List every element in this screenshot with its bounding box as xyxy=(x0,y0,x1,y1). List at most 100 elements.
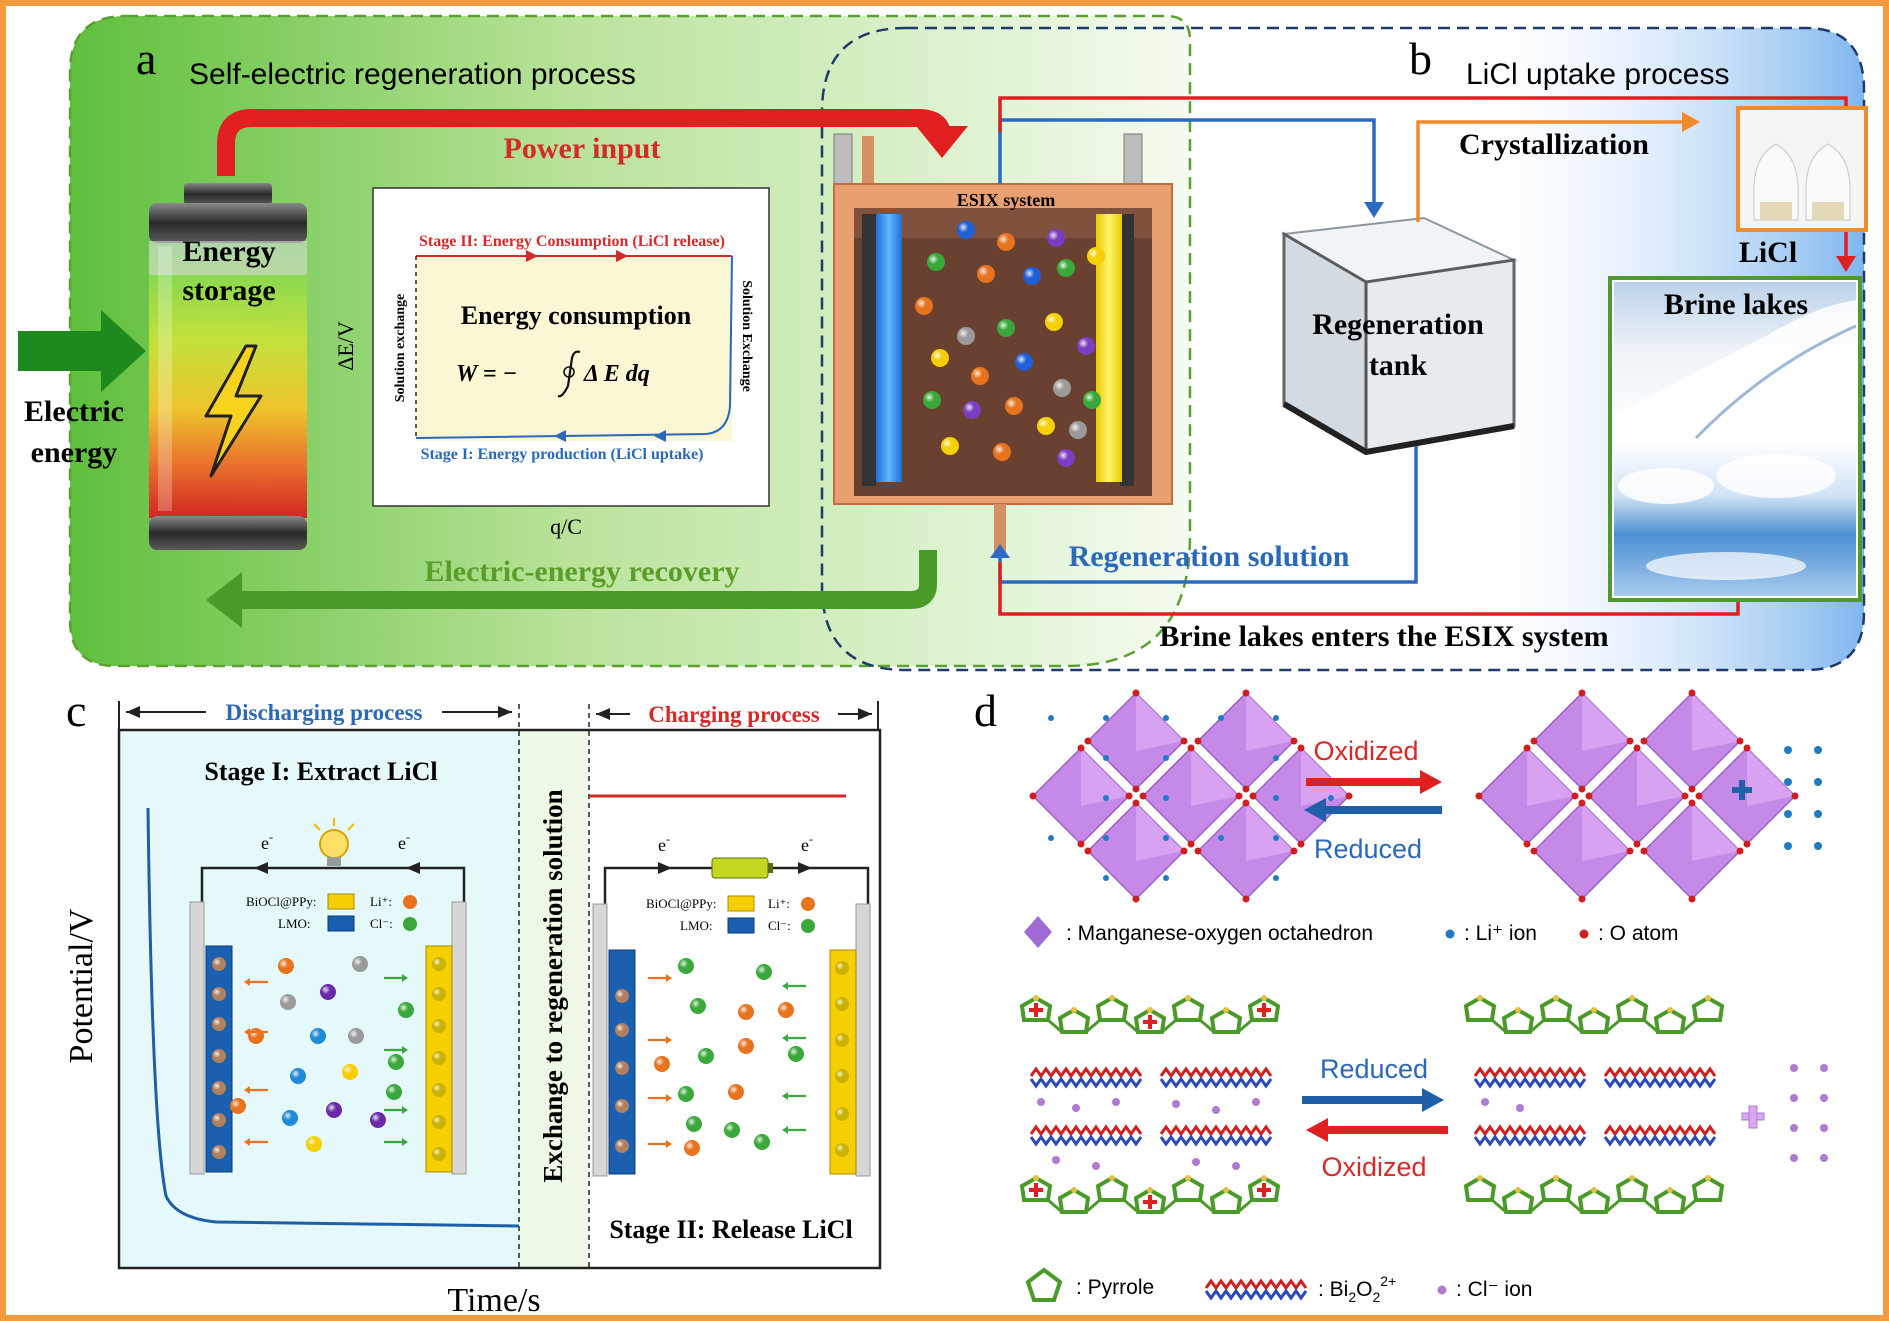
ion-right-7-shine xyxy=(738,1038,754,1054)
svg-text:e-: e- xyxy=(398,830,410,853)
o-atom-5-2 xyxy=(1242,895,1250,903)
released-cl-2 xyxy=(1790,1124,1798,1132)
ppyLeft-bot-plus-v-6 xyxy=(1262,1183,1266,1197)
lmo-site-r-4-shine xyxy=(615,1139,629,1153)
ppyLeft-top-bond-3 xyxy=(1161,1018,1177,1034)
o-atom-5-1 xyxy=(1290,847,1298,855)
esix-ion-24-shine xyxy=(993,443,1011,461)
panel-c-xlabel: Time/s xyxy=(447,1282,540,1315)
ion-right-1-shine xyxy=(756,964,772,980)
panel-a-letter: a xyxy=(136,33,156,84)
ion-left-5-shine xyxy=(248,1028,264,1044)
lightning-icon xyxy=(204,344,263,478)
bioc-site-l-5-shine xyxy=(432,1115,446,1129)
ppyLeft-bot-ring-4 xyxy=(1171,1175,1205,1202)
lmo-site-l-0-shine xyxy=(212,957,226,971)
energy-plot-formula-lhs: W = − xyxy=(456,361,517,387)
legend-li-1: Li⁺: xyxy=(370,894,392,909)
energy-plot-xlabel: q/C xyxy=(550,514,582,539)
bioc-site-r-4-shine xyxy=(835,1107,849,1121)
octahedron-face-1 xyxy=(1136,693,1184,751)
o-atom-4-1 xyxy=(1290,737,1298,745)
ppyRight-top-n-6 xyxy=(1705,995,1711,1001)
ppyRight-b2-blue xyxy=(1603,1076,1717,1089)
ion-left-1-shine xyxy=(352,956,368,972)
ppyRight-top-ring-4 xyxy=(1615,995,1649,1022)
ppyLeft-cl-7 xyxy=(1092,1162,1100,1170)
brine-enters-label: Brine lakes enters the ESIX system xyxy=(1159,620,1608,653)
o-atom-3-3 xyxy=(1585,792,1593,800)
crystallization-arrow xyxy=(1416,112,1700,222)
o-atom-0-0 xyxy=(1523,744,1531,752)
plus-icon-blue xyxy=(1732,780,1752,800)
light-bulb-icon xyxy=(313,818,355,866)
legend-lmo-2: LMO: xyxy=(680,918,713,933)
energy-plot-formula-rhs: Δ E dq xyxy=(583,361,650,387)
o-atom-2-0 xyxy=(1578,799,1586,807)
cl-flow-arrow-l-1-head xyxy=(402,1046,408,1054)
ppyLeft-top-n-0 xyxy=(1033,995,1039,1001)
battery-icon xyxy=(711,857,773,879)
legend-cl-ion: : Cl⁻ ion xyxy=(1456,1278,1532,1301)
esix-ion-18-shine xyxy=(923,391,941,409)
ion-right-12-shine xyxy=(724,1122,740,1138)
o-atom-2-2 xyxy=(1578,895,1586,903)
legend-bi-red xyxy=(1204,1278,1308,1291)
lmo-site-r-0-shine xyxy=(615,989,629,1003)
ppyRight-b1-blue xyxy=(1473,1076,1587,1089)
o-atom-6-0 xyxy=(1743,744,1751,752)
ppyLeft-bot-bond-1 xyxy=(1085,1198,1101,1214)
cell-discharging xyxy=(189,818,467,1175)
li-ion-9 xyxy=(1103,875,1109,881)
o-atom-5-0 xyxy=(1688,799,1696,807)
esix-ion-17-shine xyxy=(1083,391,1101,409)
ppyRight-top-ring-1 xyxy=(1501,1007,1535,1034)
electric-energy-label-2: energy xyxy=(31,436,118,469)
legend-li-dot xyxy=(1445,929,1455,939)
ppyRight-bot-ring-0 xyxy=(1463,1175,1497,1202)
ppyLeft-bot-n-1 xyxy=(1071,1187,1077,1193)
o-atom-1-2 xyxy=(1132,785,1140,793)
ppyLeft-bot-bond-5 xyxy=(1237,1198,1253,1214)
ppyLeft-bot-n-2 xyxy=(1109,1175,1115,1181)
li-ion-5 xyxy=(1103,715,1109,721)
reduced-arrow-bottom xyxy=(1302,1088,1444,1112)
ppyRight-top-n-2 xyxy=(1553,995,1559,1001)
ppyLeft-bot-ring-3 xyxy=(1133,1187,1167,1214)
legend-bi2o2-icon xyxy=(1204,1278,1308,1301)
ppyLeft-cl-8 xyxy=(1192,1158,1200,1166)
ppyRight-bot-ring-4 xyxy=(1615,1175,1649,1202)
charging-label: Charging process xyxy=(648,702,819,727)
energy-plot xyxy=(372,187,770,507)
ion-left-4-shine xyxy=(398,1002,414,1018)
lmo-lithiated-structure xyxy=(1029,689,1353,903)
o-atom-4-2 xyxy=(1688,785,1696,793)
ppyLeft-top-ring-0 xyxy=(1019,995,1053,1022)
cl-flow-arrow-r-0-head xyxy=(782,982,788,990)
esix-ion-4-shine xyxy=(977,265,995,283)
li-flow-arrow-l-0-head xyxy=(244,978,250,986)
cl-flow-arrow-l-2-head xyxy=(402,1106,408,1114)
ppyLeft-bot-bond-2 xyxy=(1123,1198,1139,1214)
svg-text:e-: e- xyxy=(801,832,813,855)
plus-icon-purple xyxy=(1741,1105,1765,1129)
released-li-0 xyxy=(1784,746,1792,754)
legend-pyrrole: : Pyrrole xyxy=(1076,1276,1154,1299)
li-flow-arrow-r-0-head xyxy=(666,974,672,982)
oxidized-arrow-bottom xyxy=(1306,1118,1448,1142)
ppyLeft-top-bond-0 xyxy=(1047,1018,1063,1034)
ppyLeft-top-n-6 xyxy=(1261,995,1267,1001)
esix-ion-2-shine xyxy=(1047,229,1065,247)
released-cl-ions xyxy=(1790,1064,1828,1162)
released-cl-4 xyxy=(1820,1064,1828,1072)
ppyLeft-bot-plus-v-3 xyxy=(1148,1195,1152,1209)
ppyLeft-bot-n-0 xyxy=(1033,1175,1039,1181)
esix-ion-13-shine xyxy=(931,349,949,367)
ppyLeft-b1-red xyxy=(1029,1066,1143,1079)
o-atom-1-1 xyxy=(1626,737,1634,745)
lmo-site-l-1-shine xyxy=(212,987,226,1001)
ppyRight-top-n-1 xyxy=(1515,1007,1521,1013)
li-ion-20 xyxy=(1273,715,1279,721)
energy-plot-stage2: Stage II: Energy Consumption (LiCl relea… xyxy=(419,233,725,250)
